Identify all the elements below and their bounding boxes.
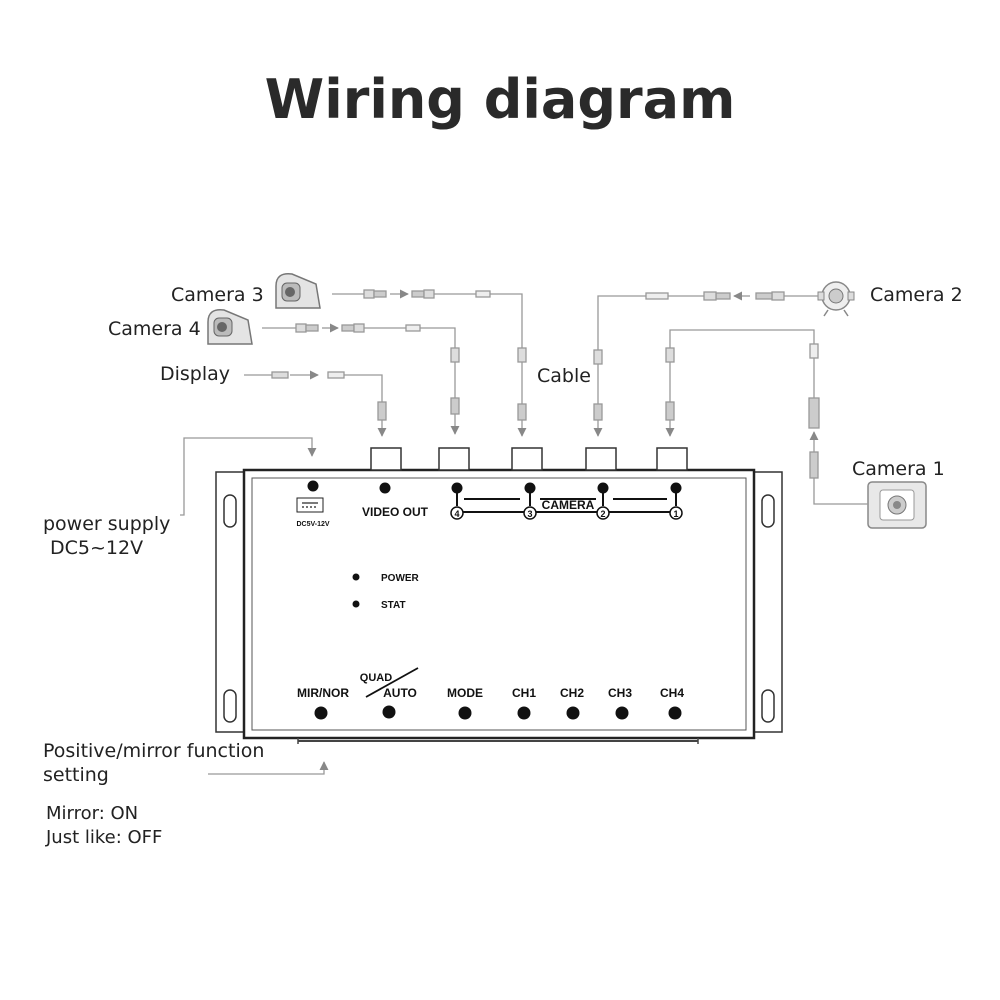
ch1-label: CH1 <box>512 686 536 700</box>
mir-nor-button[interactable]: MIR/NOR <box>297 686 349 720</box>
camera-4-icon <box>207 309 253 345</box>
ch3-button[interactable]: CH3 <box>608 686 632 720</box>
ch1-button[interactable]: CH1 <box>512 686 536 720</box>
just-like-off-note: Just like: OFF <box>46 827 163 848</box>
power-port-label: DC5V-12V <box>296 521 329 528</box>
stat-indicator: STAT <box>352 600 406 611</box>
camera-port-4[interactable]: 4 <box>450 482 464 520</box>
port-number-2: 2 <box>600 509 605 519</box>
ch4-label: CH4 <box>660 686 684 700</box>
power-indicator: POWER <box>352 573 420 584</box>
camera-4-label: Camera 4 <box>108 318 201 340</box>
power-supply-voltage: DC5~12V <box>50 537 144 559</box>
auto-label: AUTO <box>383 686 417 700</box>
ch2-label: CH2 <box>560 686 584 700</box>
power-supply-label: power supply <box>43 513 171 535</box>
ch4-button[interactable]: CH4 <box>660 686 684 720</box>
video-out-port[interactable]: VIDEO OUT <box>362 482 429 520</box>
camera-1-icon <box>867 481 927 529</box>
quad-auto-button[interactable]: QUAD AUTO <box>360 667 419 719</box>
top-connectors <box>370 447 688 471</box>
function-setting-label-2: setting <box>43 764 109 786</box>
camera-port-3[interactable]: 3 <box>523 482 537 520</box>
stat-indicator-label: STAT <box>381 600 406 611</box>
mode-button[interactable]: MODE <box>447 686 483 720</box>
page-title: Wiring diagram <box>264 68 736 131</box>
camera-3-icon <box>275 273 321 309</box>
ch2-button[interactable]: CH2 <box>560 686 584 720</box>
mir-nor-label: MIR/NOR <box>297 686 349 700</box>
camera-2-label: Camera 2 <box>870 284 963 306</box>
ch3-label: CH3 <box>608 686 632 700</box>
port-number-4: 4 <box>454 509 459 519</box>
port-number-3: 3 <box>527 509 532 519</box>
camera-port-1[interactable]: 1 <box>669 482 683 520</box>
power-port[interactable]: DC5V-12V <box>296 480 330 529</box>
mirror-on-note: Mirror: ON <box>46 803 139 824</box>
cable-label: Cable <box>537 365 591 387</box>
device-body <box>215 468 783 744</box>
mode-label: MODE <box>447 686 483 700</box>
display-label: Display <box>160 363 231 385</box>
camera-2-icon <box>817 281 855 317</box>
quad-label: QUAD <box>360 672 392 684</box>
function-setting-label: Positive/mirror function <box>43 740 265 762</box>
power-indicator-label: POWER <box>381 573 420 584</box>
cables <box>180 289 868 775</box>
camera-1-label: Camera 1 <box>852 458 945 480</box>
camera-3-label: Camera 3 <box>171 284 264 306</box>
camera-group-label: CAMERA <box>542 498 595 512</box>
port-number-1: 1 <box>673 509 678 519</box>
video-out-label: VIDEO OUT <box>362 505 429 519</box>
camera-port-2[interactable]: 2 <box>596 482 610 520</box>
